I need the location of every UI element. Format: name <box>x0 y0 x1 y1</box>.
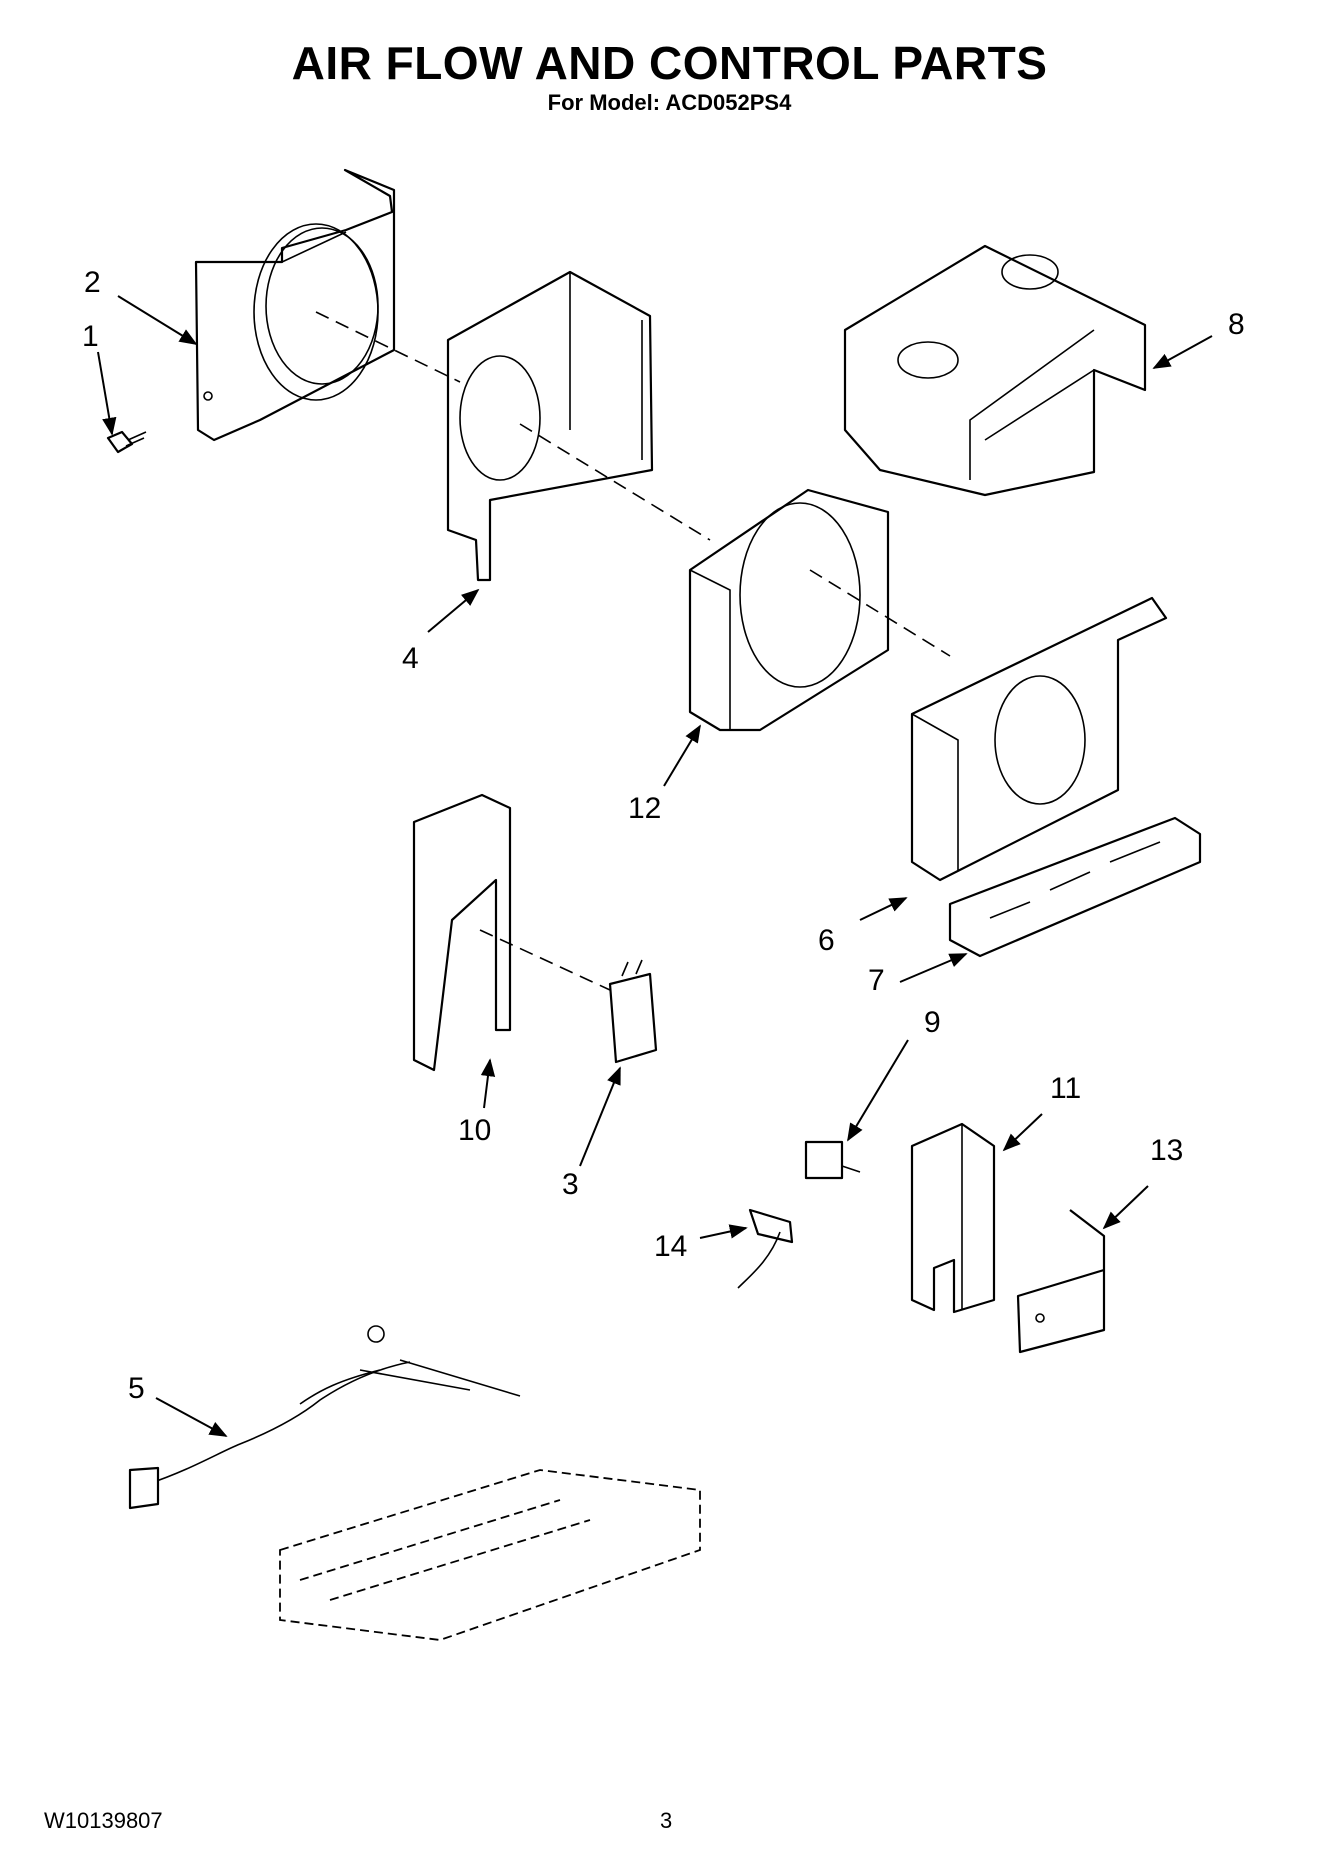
page-title: AIR FLOW AND CONTROL PARTS <box>291 37 1048 89</box>
callout-labels: 1 2 3 4 5 6 7 8 9 10 11 12 13 14 <box>82 266 1245 1405</box>
callout-3: 3 <box>562 1168 579 1201</box>
callout-11: 11 <box>1050 1072 1081 1105</box>
part-6-base-panel <box>910 596 1168 882</box>
callout-4: 4 <box>402 642 419 675</box>
part-13-bracket <box>1016 1209 1106 1354</box>
part-5-power-cord <box>128 1325 521 1510</box>
chassis-outline <box>279 1469 701 1641</box>
assembly-lines <box>315 311 951 991</box>
part-10-plate <box>412 793 512 1072</box>
part-9-switch <box>804 1140 861 1180</box>
part-12-housing <box>688 488 890 732</box>
callout-1: 1 <box>82 320 99 353</box>
callout-2: 2 <box>84 266 101 299</box>
callout-6: 6 <box>818 924 835 957</box>
callout-13: 13 <box>1150 1134 1183 1167</box>
document-number: W10139807 <box>44 1808 163 1833</box>
callout-14: 14 <box>654 1230 687 1263</box>
callout-10: 10 <box>458 1114 491 1147</box>
callout-7: 7 <box>868 964 885 997</box>
callout-8: 8 <box>1228 308 1245 341</box>
callout-5: 5 <box>128 1372 145 1405</box>
callout-12: 12 <box>628 792 661 825</box>
part-11-channel <box>910 1122 996 1314</box>
callout-9: 9 <box>924 1006 941 1039</box>
part-1-screw <box>106 430 147 454</box>
leader-lines <box>97 295 1213 1437</box>
part-2-panel <box>194 168 396 442</box>
part-14-sensor <box>737 1208 794 1289</box>
part-7-bracket <box>948 816 1202 958</box>
model-subtitle: For Model: ACD052PS4 <box>547 90 792 115</box>
part-4-shroud <box>446 270 654 582</box>
page-number: 3 <box>660 1808 673 1833</box>
part-8-cover <box>843 244 1147 497</box>
part-3-capacitor <box>608 959 658 1064</box>
